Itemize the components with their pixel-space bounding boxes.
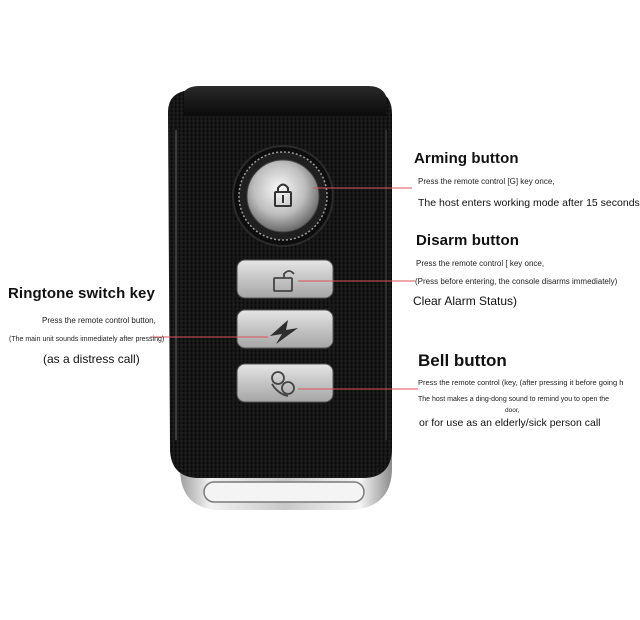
unlock-icon bbox=[273, 270, 295, 292]
bell-desc-4: or for use as an elderly/sick person cal… bbox=[419, 417, 601, 429]
bell-desc-3: door, bbox=[505, 407, 520, 414]
arming-desc-1: Press the remote control [G] key once, bbox=[418, 177, 555, 186]
lightning-icon bbox=[270, 320, 298, 344]
bell-title: Bell button bbox=[418, 351, 507, 370]
ringtone-desc-2: (The main unit sounds immediately after … bbox=[9, 336, 165, 343]
product-diagram: Arming button Press the remote control [… bbox=[8, 86, 640, 510]
ringtone-title: Ringtone switch key bbox=[8, 285, 155, 302]
bottom-chrome-bar bbox=[203, 481, 365, 503]
remote-control-illustration bbox=[150, 86, 418, 510]
bell-desc-1: Press the remote control (key, (after pr… bbox=[418, 378, 624, 387]
lock-icon bbox=[274, 183, 292, 207]
arming-title: Arming button bbox=[414, 150, 519, 167]
top-cap bbox=[184, 86, 386, 116]
disarm-desc-1: Press the remote control [ key once, bbox=[416, 259, 545, 268]
disarm-title: Disarm button bbox=[416, 232, 519, 249]
disarm-button-shape bbox=[236, 259, 334, 299]
ringtone-desc-3: (as a distress call) bbox=[43, 352, 140, 366]
arming-desc-2: The host enters working mode after 15 se… bbox=[418, 197, 640, 209]
disarm-desc-2: (Press before entering, the console disa… bbox=[415, 277, 618, 286]
bell-icon bbox=[271, 371, 295, 397]
disarm-desc-3: Clear Alarm Status) bbox=[413, 294, 518, 308]
bell-desc-2: The host makes a ding-dong sound to remi… bbox=[418, 396, 610, 403]
ringtone-desc-1: Press the remote control button, bbox=[42, 316, 156, 325]
